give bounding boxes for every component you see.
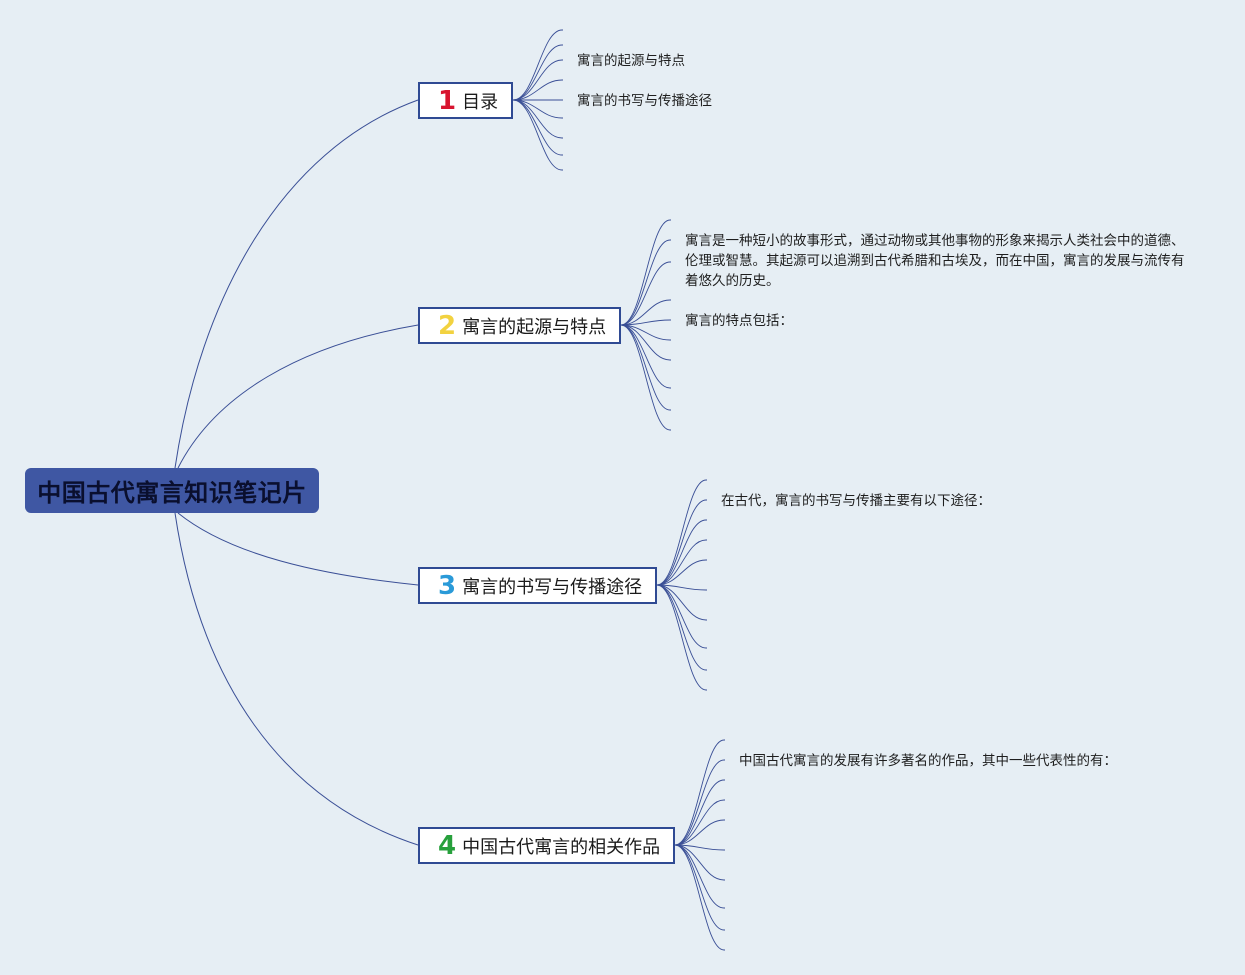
connector-root-topic4 (174, 512, 419, 846)
fan-topic4-4 (674, 819, 725, 846)
fan-topic4-5 (674, 844, 725, 851)
fan-topic4-0 (674, 739, 725, 846)
fan-topic3-6 (656, 584, 707, 621)
fan-topic4-9 (674, 844, 725, 951)
fan-topic3-9 (656, 584, 707, 691)
root-title: 中国古代寓言知识笔记片 (37, 479, 307, 507)
topic-writing-and-spread[interactable]: 3 寓言的书写与传播途径 (418, 567, 657, 604)
fan-topic2-6 (620, 324, 671, 361)
fan-topic1-8 (512, 99, 563, 171)
fan-topic4-3 (674, 799, 725, 846)
connector-root-topic1 (174, 99, 419, 469)
fan-topic1-1 (512, 44, 563, 101)
root-topic[interactable]: 中国古代寓言知识笔记片 (25, 468, 319, 513)
connector-root-topic3 (177, 512, 419, 586)
fan-topic4-7 (674, 844, 725, 909)
works-intro[interactable]: 中国古代寓言的发展有许多著名的作品，其中一些代表性的有： (739, 753, 1117, 769)
topic-label: 寓言的起源与特点 (462, 316, 607, 338)
fan-topic3-2 (656, 519, 707, 586)
topic-number-3: 3 (438, 570, 457, 601)
fan-topic1-2 (512, 59, 563, 101)
fan-topic3-4 (656, 559, 707, 586)
fan-topic4-1 (674, 759, 725, 846)
fan-topic2-0 (620, 219, 671, 326)
topic-label: 中国古代寓言的相关作品 (462, 836, 661, 858)
fan-topic3-3 (656, 539, 707, 586)
connector-root-topic2 (177, 324, 419, 469)
topic-number-2: 2 (438, 310, 457, 341)
fan-topic1-6 (512, 99, 563, 139)
fan-topic3-1 (656, 499, 707, 586)
fan-topic1-0 (512, 29, 563, 101)
fan-topic3-7 (656, 584, 707, 649)
fan-topic2-1 (620, 239, 671, 326)
fan-topic2-3 (620, 299, 671, 326)
origin-description[interactable]: 寓言是一种短小的故事形式，通过动物或其他事物的形象来揭示人类社会中的道德、伦理或… (685, 233, 1185, 289)
spread-intro[interactable]: 在古代，寓言的书写与传播主要有以下途径： (721, 493, 991, 509)
fan-topic3-0 (656, 479, 707, 586)
fan-topic4-8 (674, 844, 725, 931)
fan-topic2-2 (620, 261, 671, 326)
fan-topic4-2 (674, 779, 725, 846)
fan-topic3-8 (656, 584, 707, 671)
topic-origin-and-features[interactable]: 2 寓言的起源与特点 (418, 307, 621, 344)
topic-label: 目录 (462, 91, 499, 113)
fan-topic2-9 (620, 324, 671, 431)
features-heading[interactable]: 寓言的特点包括： (685, 313, 793, 329)
toc-item-spread[interactable]: 寓言的书写与传播途径 (577, 93, 712, 109)
fan-topic2-8 (620, 324, 671, 411)
topic-number-1: 1 (438, 85, 457, 116)
topic-label: 寓言的书写与传播途径 (462, 576, 643, 598)
topic-number-4: 4 (438, 830, 457, 861)
topic-table-of-contents[interactable]: 1 目录 (418, 82, 513, 119)
fan-topic4-6 (674, 844, 725, 881)
fan-topic3-5 (656, 584, 707, 591)
fan-topic2-7 (620, 324, 671, 389)
toc-item-origin[interactable]: 寓言的起源与特点 (577, 53, 685, 69)
topic-related-works[interactable]: 4 中国古代寓言的相关作品 (418, 827, 675, 864)
fan-topic1-3 (512, 79, 563, 101)
